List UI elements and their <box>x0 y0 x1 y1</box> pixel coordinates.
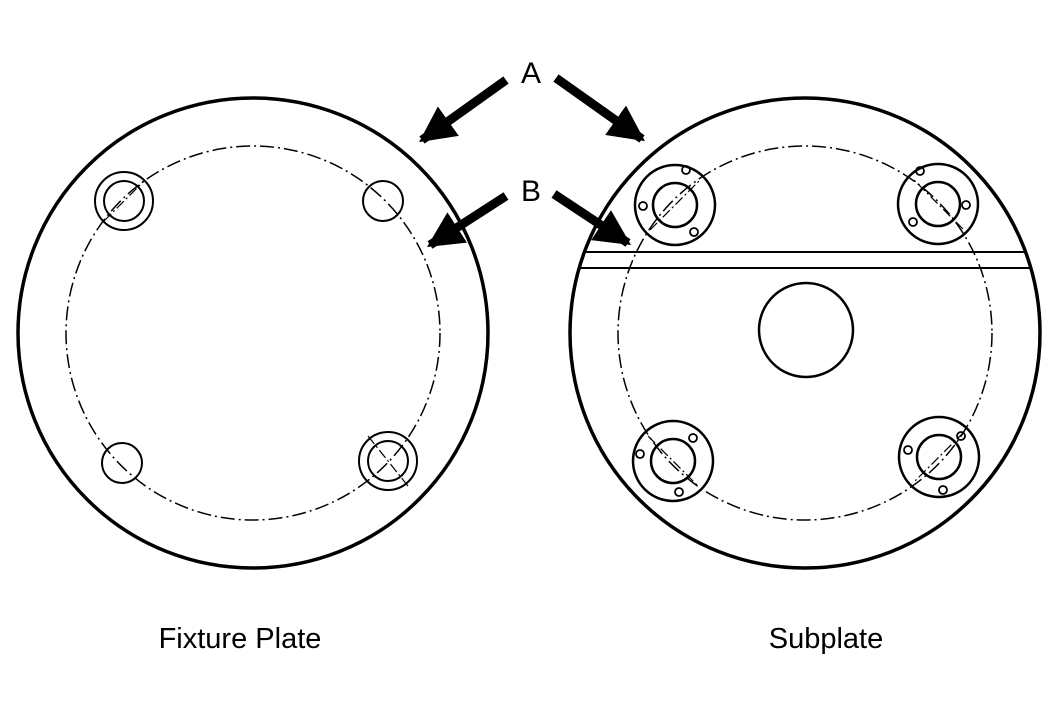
fixture-hole-bottom-right <box>358 431 418 491</box>
subplate-caption: Subplate <box>769 623 884 655</box>
fixture-hole-center-lines <box>103 180 409 487</box>
fixture-hole-bottom-left <box>101 442 143 484</box>
fixture-hole-top-right <box>362 180 404 222</box>
subplate-bolt-circle <box>617 145 993 521</box>
arrow-b-to-subplate-bolt-circle <box>551 190 632 247</box>
arrow-a-to-subplate <box>553 74 645 143</box>
callout-label-b: B <box>521 175 541 208</box>
subplate-center-hole <box>757 281 855 379</box>
fixture-plate-outer-edge <box>16 96 490 570</box>
subplate-boss-center-lines <box>647 178 965 487</box>
fixture-plate-bolt-circle <box>65 145 441 521</box>
subplate-boss-top-right <box>896 162 980 246</box>
callout-label-a: A <box>521 57 541 90</box>
subplate-outer-edge <box>568 96 1042 570</box>
fixture-plate <box>16 96 490 570</box>
subplate <box>568 96 1042 570</box>
arrow-b-to-fixture-bolt-circle <box>426 192 509 249</box>
fixture-hole-top-left <box>94 171 154 231</box>
subplate-boss-top-left <box>633 163 717 247</box>
arrow-a-to-fixture-plate <box>419 76 509 144</box>
subplate-boss-bottom-right <box>897 415 981 499</box>
fixture-plate-caption: Fixture Plate <box>159 623 322 655</box>
callout-arrows <box>419 74 645 249</box>
subplate-boss-bottom-left <box>631 419 715 503</box>
